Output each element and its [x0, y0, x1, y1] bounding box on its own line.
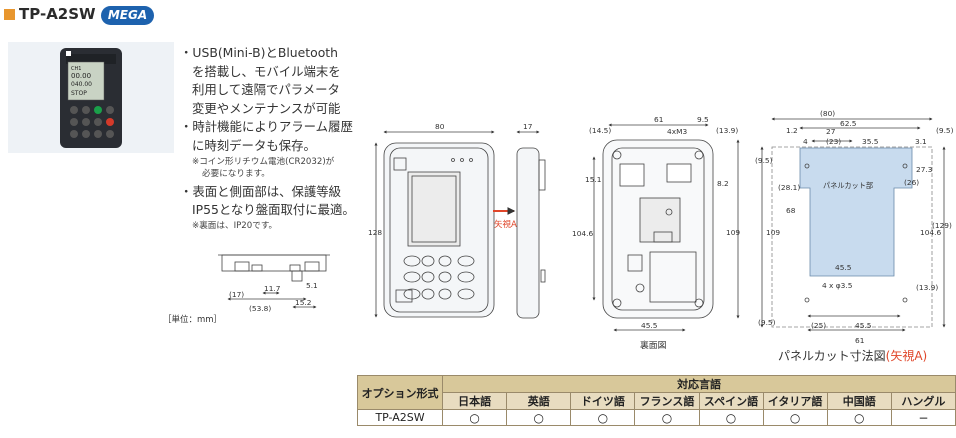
rear-view-title: 裏面図 [640, 339, 667, 351]
dim-panel-26: (26) [904, 178, 919, 187]
dim-panel-35-5: 35.5 [862, 137, 879, 146]
dim-panel-25: (25) [811, 321, 826, 330]
dim-front-height: 128 [368, 228, 382, 237]
photo-screen-line-3: 040.00 [71, 81, 92, 88]
model-title: TP-A2SW [19, 5, 96, 23]
support-cell: ○ [442, 409, 508, 426]
dim-front-width: 80 [435, 122, 445, 131]
dim-panel-4xphi: 4 x φ3.5 [822, 281, 853, 290]
dim-rear-45-5: 45.5 [641, 321, 658, 330]
language-header: 中国語 [826, 392, 892, 410]
feature-line: ・表面と側面部は、保護等級 [180, 183, 342, 199]
language-header: ハングル [890, 392, 956, 410]
dim-panel-27: 27 [826, 127, 836, 136]
dim-rear-15-1: 15.1 [585, 175, 602, 184]
feature-list: ・USB(Mini-B)とBluetooth を搭載し、モバイル端末を 利用して… [180, 44, 360, 235]
language-table: オプション形式 対応言語 日本語 英語 ドイツ語 フランス語 スペイン語 イタリ… [356, 375, 956, 426]
support-cell: − [890, 409, 956, 426]
dim-panel-1-2: 1.2 [786, 126, 798, 135]
dim-panel-61: 61 [855, 336, 865, 345]
support-cell: ○ [634, 409, 700, 426]
language-header: スペイン語 [698, 392, 764, 410]
feature-line: を搭載し、モバイル端末を [192, 63, 341, 79]
dim-panel-129: (129) [932, 221, 952, 230]
dim-side-depth: 17 [523, 122, 533, 131]
feature-line: ・USB(Mini-B)とBluetooth [180, 45, 338, 60]
dim-panel-80: (80) [820, 109, 835, 118]
feature-line: 利用して遠隔でパラメータ [192, 82, 340, 98]
table-row: TP-A2SW ○ ○ ○ ○ ○ ○ ○ − [356, 409, 956, 426]
unit-label: ［単位：mm］ [163, 315, 223, 325]
dim-panel-3-1: 3.1 [915, 137, 927, 146]
dim-rear-9-5: 9.5 [697, 115, 709, 124]
dim-panel-13-9: (13.9) [916, 283, 938, 292]
dim-rear-8-2: 8.2 [717, 179, 729, 188]
support-cell: ○ [698, 409, 764, 426]
dim-panel-45-5a: 45.5 [835, 263, 852, 272]
dim-panel-68: 68 [786, 206, 796, 215]
dim-rear-109: 109 [726, 228, 740, 237]
dim-panel-9-5a: (9.5) [755, 156, 773, 165]
dim-rear-61: 61 [654, 115, 664, 124]
dim-rear-4xm3: 4xM3 [667, 127, 687, 136]
mega-badge: MEGA [101, 6, 154, 25]
photo-screen-line-4: STOP [71, 90, 87, 97]
dim-bottom-53-8: (53.8) [249, 304, 271, 313]
panel-cut-label: パネルカット部 [823, 181, 873, 190]
dim-bottom-15-2: 15.2 [295, 298, 311, 307]
header-square-icon [4, 9, 15, 20]
dim-bottom-5-1: 5.1 [306, 281, 318, 290]
dim-panel-62-5: 62.5 [840, 119, 857, 128]
language-header: 英語 [506, 392, 572, 410]
dim-panel-104-6: 104.6 [920, 228, 941, 237]
dim-panel-109: 109 [766, 228, 780, 237]
support-cell: ○ [570, 409, 636, 426]
feature-note: 必要になります。 [202, 168, 270, 179]
dim-rear-104-6: 104.6 [572, 229, 593, 238]
language-header: ドイツ語 [570, 392, 636, 410]
language-header: フランス語 [634, 392, 700, 410]
support-cell: ○ [506, 409, 572, 426]
panel-cut-title: パネルカット寸法図(矢視A) [778, 347, 927, 364]
option-name: TP-A2SW [356, 409, 444, 426]
support-cell: ○ [826, 409, 892, 426]
support-cell: ○ [762, 409, 828, 426]
languages-header: 対応言語 [442, 375, 956, 393]
language-header: イタリア語 [762, 392, 828, 410]
dim-rear-14-5: (14.5) [589, 126, 611, 135]
language-header: 日本語 [442, 392, 508, 410]
feature-line: IP55となり盤面取付に最適。 [192, 202, 355, 218]
dim-panel-23: (23) [826, 137, 841, 146]
dim-panel-4: 4 [803, 137, 808, 146]
dim-panel-28-1: (28.1) [778, 183, 800, 192]
dim-panel-27-3: 27.3 [916, 165, 933, 174]
arrow-a-label: 矢視A [494, 219, 517, 230]
feature-note: ※裏面は、IP20です。 [192, 220, 278, 231]
photo-screen-line-2: 00.00 [71, 72, 91, 80]
panel-cut-title-highlight: (矢視A) [885, 349, 928, 363]
option-header: オプション形式 [356, 375, 444, 410]
panel-cut-title-text: パネルカット寸法図 [778, 349, 886, 363]
feature-line: 変更やメンテナンスが可能 [192, 100, 341, 116]
dim-rear-13-9: (13.9) [716, 126, 738, 135]
dim-bottom-11-7: 11.7 [264, 284, 281, 293]
photo-screen-line-1: CH1 [71, 66, 81, 72]
product-photo: CH1 00.00 040.00 STOP [8, 42, 174, 153]
dim-panel-9-5b: (9.5) [936, 126, 954, 135]
feature-note: ※コイン形リチウム電池(CR2032)が [192, 156, 335, 167]
dim-bottom-17: (17) [229, 290, 244, 299]
feature-line: ・時計機能によりアラーム履歴 [180, 119, 353, 135]
feature-line: に時刻データも保存。 [192, 137, 316, 153]
dim-panel-45-5b: 45.5 [855, 321, 872, 330]
dim-panel-9-5c: (9.5) [758, 318, 776, 327]
